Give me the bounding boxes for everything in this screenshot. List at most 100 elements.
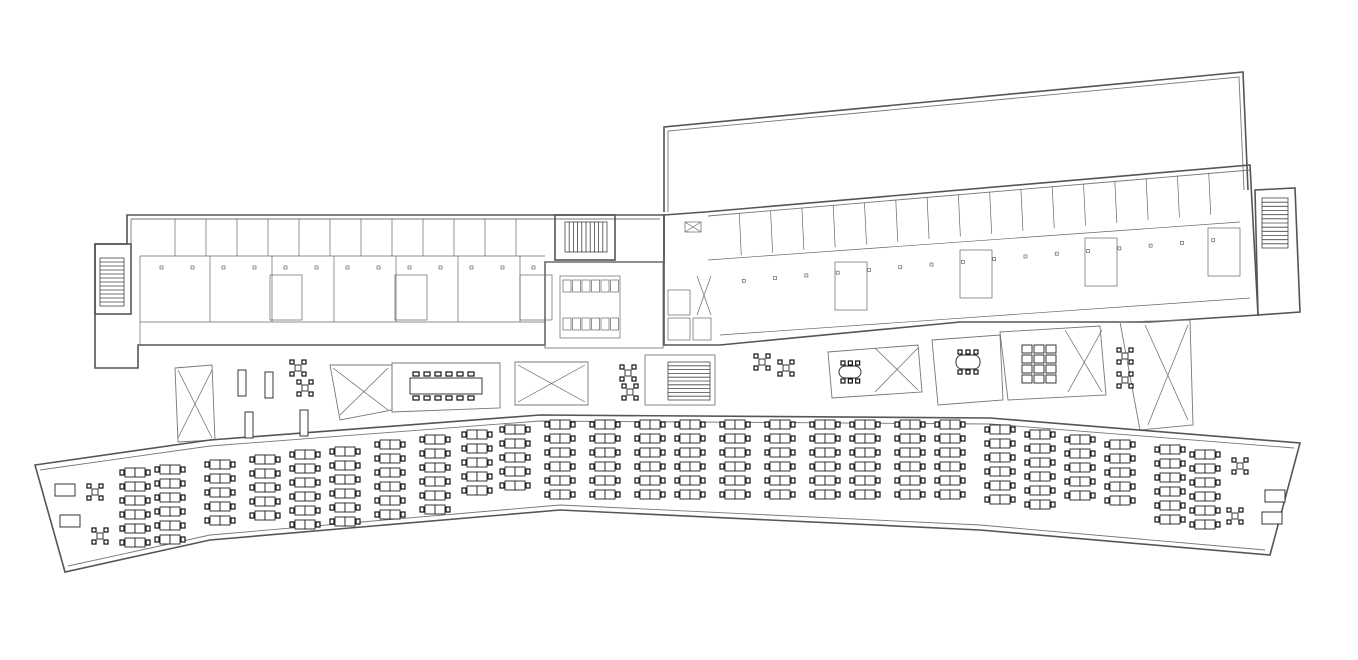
chair — [934, 491, 940, 498]
toilet-stall — [591, 317, 600, 331]
chair — [119, 483, 125, 490]
desk — [989, 452, 1001, 463]
desk — [134, 537, 146, 548]
chair — [1130, 483, 1136, 490]
chair — [1215, 493, 1221, 500]
chair — [461, 445, 467, 452]
chair — [835, 449, 841, 456]
desk — [549, 447, 561, 458]
chair — [570, 421, 576, 428]
office-partition — [770, 210, 773, 253]
chair — [445, 492, 451, 499]
chair — [920, 477, 926, 484]
meeting-room — [1084, 237, 1118, 287]
chair — [1064, 450, 1070, 457]
chair — [1130, 441, 1136, 448]
chair — [835, 435, 841, 442]
desk — [159, 534, 171, 545]
chair — [674, 421, 680, 428]
desk — [299, 409, 309, 437]
chair — [764, 421, 770, 428]
office-partition — [1020, 188, 1024, 231]
chair — [1064, 492, 1070, 499]
chair — [180, 466, 186, 473]
desk — [814, 489, 826, 500]
column — [1023, 254, 1028, 259]
desk — [1194, 449, 1206, 460]
column — [773, 276, 777, 280]
chair — [894, 421, 900, 428]
chair — [965, 369, 971, 375]
chair — [753, 353, 759, 359]
chair — [154, 522, 160, 529]
desk — [209, 501, 221, 512]
desk — [1039, 499, 1051, 510]
chair — [289, 465, 295, 472]
chair — [1090, 450, 1096, 457]
chair — [621, 383, 627, 389]
chair — [180, 480, 186, 487]
lounge-table — [1121, 352, 1129, 360]
chair — [1128, 359, 1134, 365]
chair — [1238, 519, 1244, 525]
desk — [1169, 444, 1181, 455]
chair — [445, 395, 453, 401]
desk — [219, 501, 231, 512]
chair — [745, 477, 751, 484]
chair — [1189, 451, 1195, 458]
chair — [1116, 347, 1122, 353]
desk — [424, 434, 436, 445]
chair — [499, 482, 505, 489]
chair — [355, 462, 361, 469]
desk — [476, 457, 488, 468]
chair — [660, 463, 666, 470]
chair — [289, 479, 295, 486]
desk — [999, 480, 1011, 491]
chair — [660, 421, 666, 428]
chair — [847, 378, 853, 384]
desk — [124, 495, 136, 506]
chair — [809, 477, 815, 484]
desk — [466, 457, 478, 468]
chair — [984, 426, 990, 433]
desk — [814, 433, 826, 444]
chair — [960, 491, 966, 498]
meeting-room — [959, 249, 993, 299]
desk — [604, 489, 616, 500]
chair — [1064, 436, 1070, 443]
chair — [790, 421, 796, 428]
chair — [145, 469, 151, 476]
chair — [154, 494, 160, 501]
chair — [847, 360, 853, 366]
desk — [559, 461, 571, 472]
office-partition — [864, 202, 867, 245]
desk — [169, 520, 181, 531]
desk — [1045, 364, 1057, 374]
chair — [1050, 501, 1056, 508]
lounge-table — [96, 532, 104, 540]
middle-band-furniture — [237, 344, 1057, 439]
column — [835, 270, 840, 275]
desk — [1194, 519, 1206, 530]
column — [345, 265, 350, 270]
chair — [400, 497, 406, 504]
chair — [1104, 469, 1110, 476]
chair — [1226, 507, 1232, 513]
chair — [249, 484, 255, 491]
desk — [1069, 448, 1081, 459]
desk — [949, 475, 961, 486]
lounge-table — [1231, 512, 1239, 520]
chair — [289, 507, 295, 514]
toilet-stall — [562, 279, 572, 293]
toilet-stall — [581, 317, 591, 331]
chair — [204, 517, 210, 524]
desk — [1021, 344, 1033, 354]
desk — [466, 429, 478, 440]
desk — [909, 461, 921, 472]
desk — [559, 489, 571, 500]
chair — [745, 491, 751, 498]
desk — [594, 447, 606, 458]
right-stair-tower — [1254, 187, 1301, 316]
desk — [159, 478, 171, 489]
desk — [679, 419, 691, 430]
